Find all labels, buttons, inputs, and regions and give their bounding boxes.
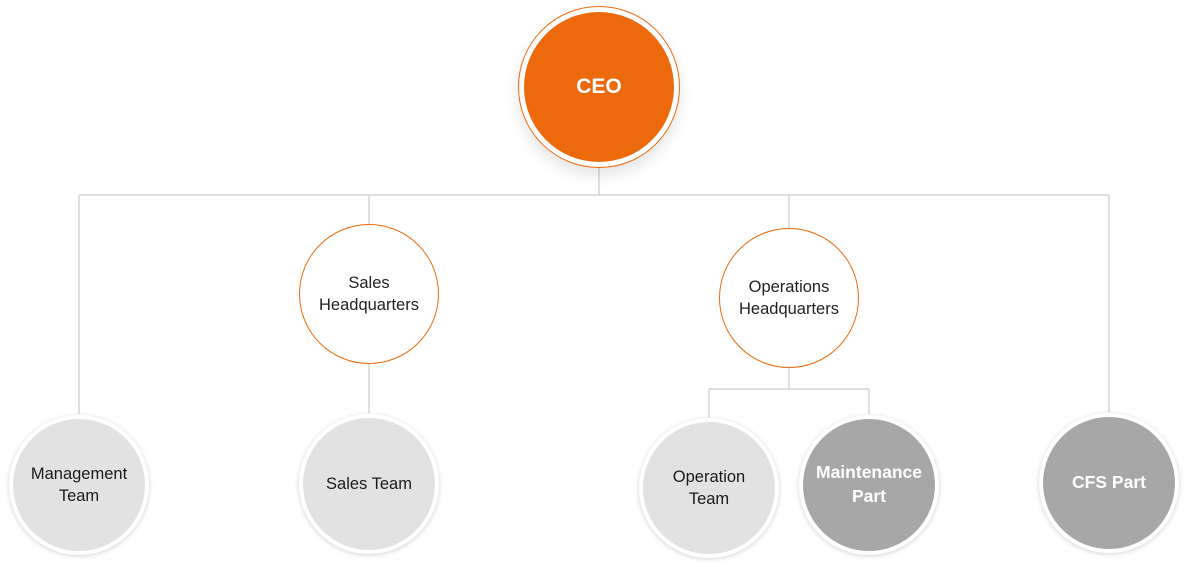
sales-team-node: Sales Team	[299, 414, 439, 554]
ops-hq-label-line2: Headquarters	[739, 300, 839, 318]
maintenance-part-label-line2: Part	[851, 486, 887, 506]
management-team-node: Management Team	[9, 415, 149, 555]
ceo-node-fill: CEO	[524, 12, 674, 162]
sales-hq-label-line1: Sales	[348, 273, 390, 292]
operation-team-node: Operation Team	[639, 418, 779, 558]
operation-team-label-line2: Team	[688, 490, 730, 508]
maintenance-part-node: Maintenance Part	[799, 415, 939, 555]
cfs-part-node: CFS Part	[1039, 413, 1179, 553]
operation-team-label-line1: Operation	[672, 467, 746, 486]
cfs-part-label: CFS Part	[1072, 472, 1146, 493]
operations-headquarters-node: Operations Headquarters	[719, 228, 859, 368]
management-team-label-line2: Team	[58, 487, 100, 505]
sales-headquarters-node: Sales Headquarters	[299, 224, 439, 364]
sales-hq-label-line2: Headquarters	[319, 296, 419, 314]
maintenance-part-label-line1: Maintenance	[816, 462, 922, 483]
management-team-label-line1: Management	[30, 464, 128, 483]
sales-team-label: Sales Team	[326, 474, 412, 493]
ops-hq-label-line1: Operations	[748, 277, 830, 296]
ceo-label: CEO	[576, 74, 622, 98]
ceo-node: CEO	[518, 6, 680, 168]
